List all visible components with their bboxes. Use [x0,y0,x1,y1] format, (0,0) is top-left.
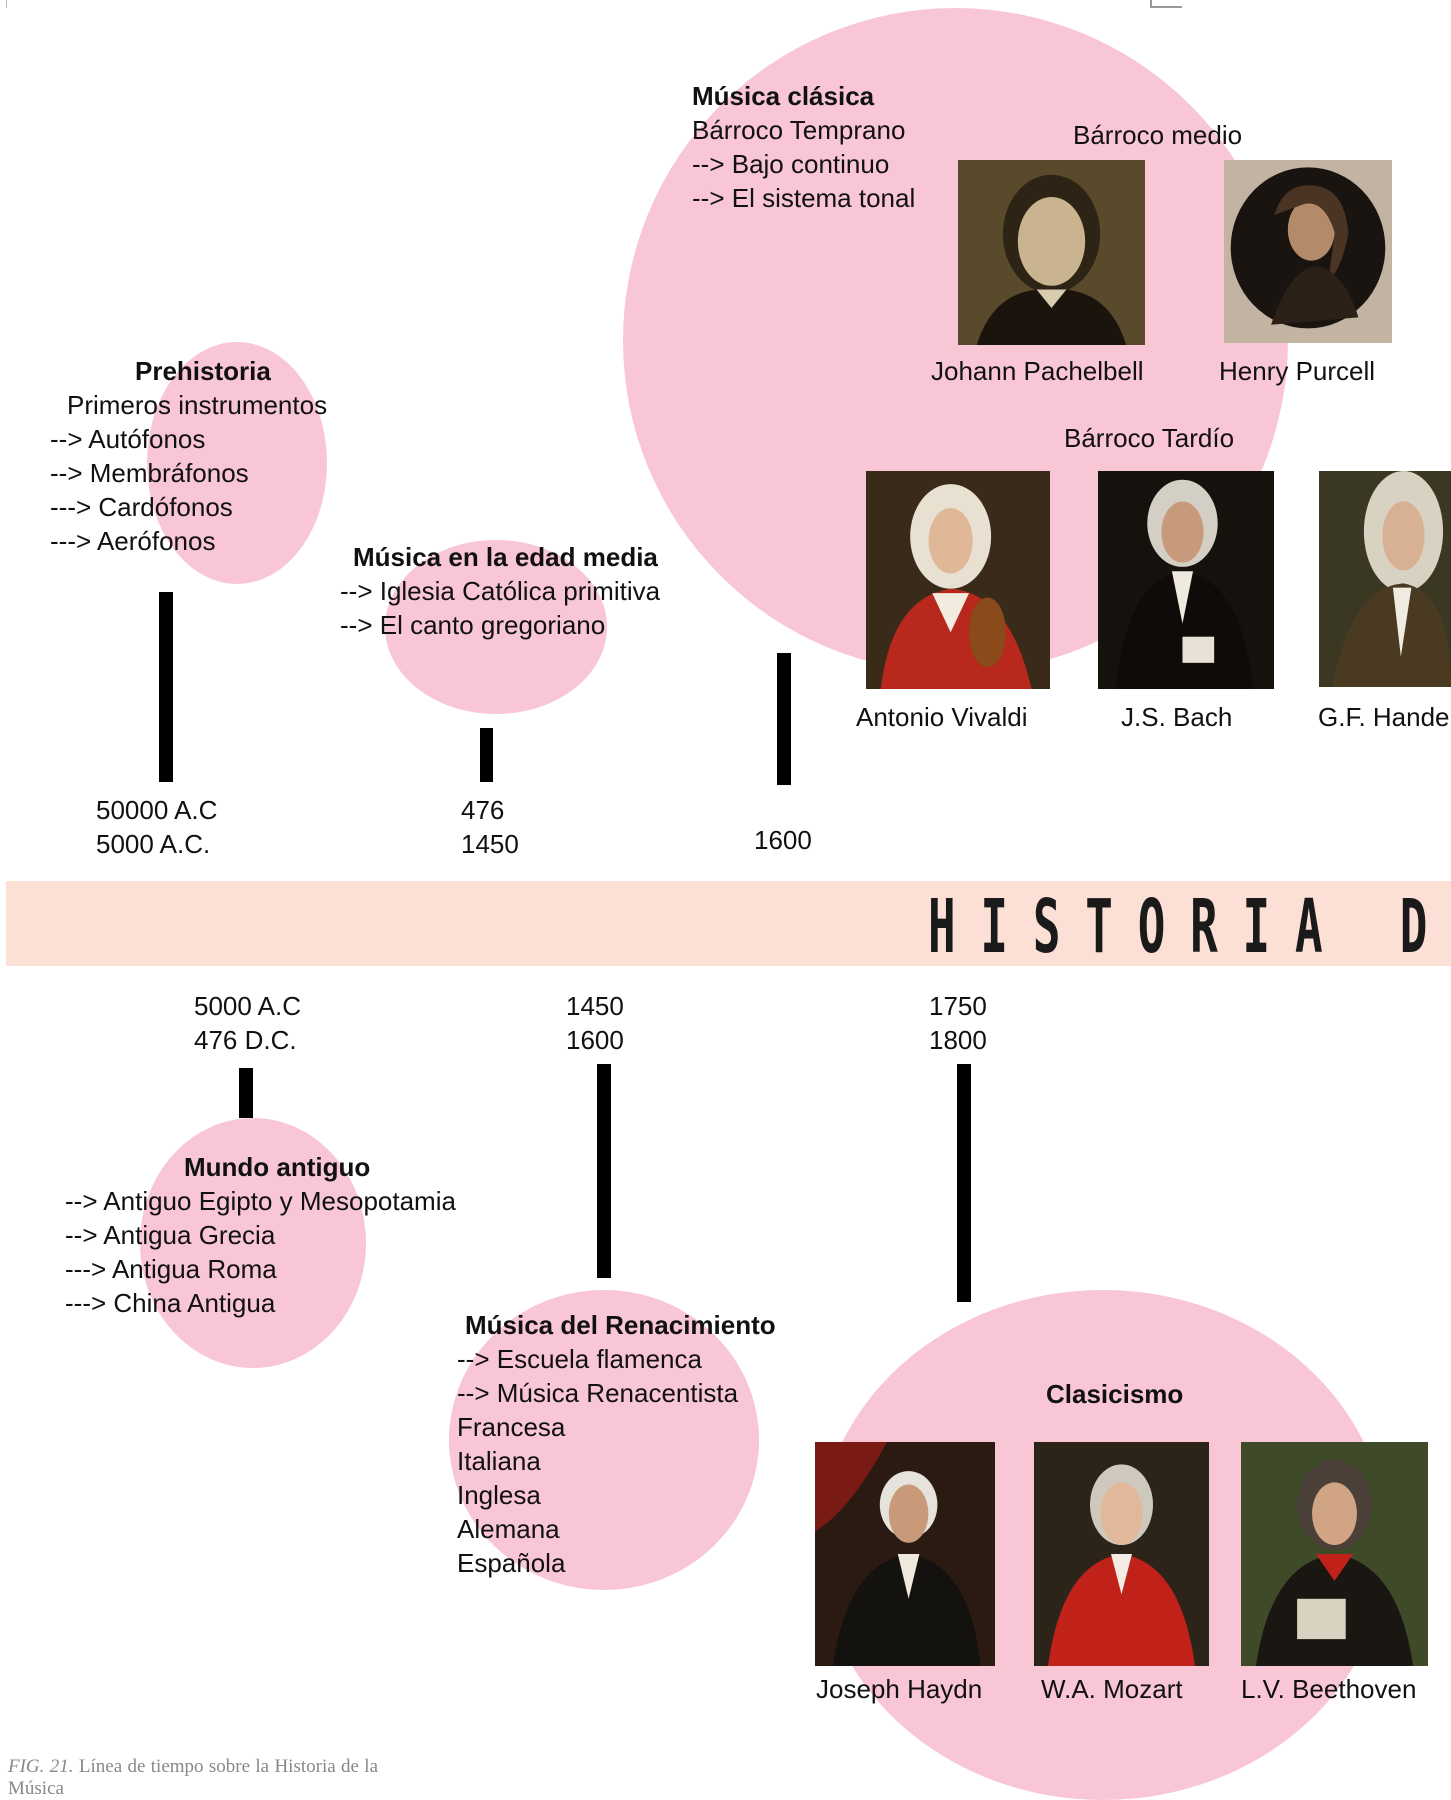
prehistoria-line: --> Membráfonos [50,458,249,488]
top-edge-mark [1150,0,1182,8]
edad-media-line: --> Iglesia Católica primitiva [340,576,661,606]
barroco-medio-label: Bárroco medio [1073,120,1243,150]
prehistoria-line: ---> Cardófonos [50,492,233,522]
timeline-bar-clasicismo [957,1064,971,1302]
banner-title: HISTORIA DE [928,884,1451,970]
clasica-line: --> Bajo continuo [692,149,890,179]
top-edge-mark [6,0,15,8]
haydn-portrait [815,1442,995,1666]
mundo-antiguo-date: 5000 A.C [194,991,301,1021]
composer-name: J.S. Bach [1121,702,1233,732]
renacimiento-date: 1600 [566,1025,624,1055]
clasica-line: Bárroco Temprano [692,115,906,145]
prehistoria-circle [147,342,327,584]
beethoven-portrait [1241,1442,1428,1666]
clasica-line: --> El sistema tonal [692,183,916,213]
composer-name: G.F. Hande [1318,702,1450,732]
edad-media-line: --> El canto gregoriano [340,610,606,640]
mozart-portrait [1034,1442,1209,1666]
composer-name: W.A. Mozart [1041,1674,1183,1704]
barroco-tardio-label: Bárroco Tardío [1064,423,1235,453]
composer-name: Johann Pachelbell [931,356,1144,386]
renacimiento-line: --> Música Renacentista [457,1378,739,1408]
timeline-bar-clasica [777,653,791,785]
prehistoria-date: 5000 A.C. [96,829,211,859]
timeline-bar-mundo-antiguo [239,1068,253,1118]
mundo-antiguo-title: Mundo antiguo [184,1152,371,1182]
renacimiento-line: Alemana [457,1514,560,1544]
renacimiento-line: Italiana [457,1446,541,1476]
mundo-antiguo-line: ---> China Antigua [65,1288,276,1318]
purcell-portrait [1224,160,1392,343]
edad-media-date: 476 [461,795,505,825]
edad-media-title: Música en la edad media [353,542,658,572]
composer-name: Joseph Haydn [816,1674,983,1704]
handel-portrait [1319,471,1451,687]
vivaldi-portrait [866,471,1050,689]
mundo-antiguo-line: ---> Antigua Roma [65,1254,277,1284]
figure-caption: FIG. 21. Línea de tiempo sobre la Histor… [8,1756,378,1800]
banner-band [6,881,1451,966]
prehistoria-title: Prehistoria [135,356,271,386]
renacimiento-date: 1450 [566,991,624,1021]
clasicismo-date: 1750 [929,991,987,1021]
renacimiento-title: Música del Renacimiento [465,1310,776,1340]
timeline-bar-edad-media [480,728,493,782]
caption-text: Línea de tiempo sobre la Historia de la … [8,1756,379,1799]
mundo-antiguo-line: --> Antiguo Egipto y Mesopotamia [65,1186,456,1216]
clasica-title: Música clásica [692,81,875,111]
renacimiento-line: Española [457,1548,566,1578]
edad-media-circle [385,540,607,714]
prehistoria-line: Primeros instrumentos [67,390,328,420]
bach-portrait [1098,471,1274,689]
prehistoria-date: 50000 A.C [96,795,218,825]
clasicismo-date: 1800 [929,1025,987,1055]
timeline-bar-prehistoria [159,592,173,782]
renacimiento-line: --> Escuela flamenca [457,1344,702,1374]
mundo-antiguo-line: --> Antigua Grecia [65,1220,276,1250]
clasica-date: 1600 [754,825,812,855]
caption-label: FIG. 21. [8,1756,74,1777]
pachelbell-portrait [958,160,1145,345]
edad-media-date: 1450 [461,829,519,859]
composer-name: L.V. Beethoven [1241,1674,1417,1704]
prehistoria-line: --> Autófonos [50,424,206,454]
renacimiento-line: Francesa [457,1412,566,1442]
renacimiento-circle [449,1290,759,1590]
prehistoria-line: ---> Aerófonos [50,526,216,556]
composer-name: Henry Purcell [1219,356,1376,386]
timeline-bar-renacimiento [597,1064,611,1278]
clasicismo-title: Clasicismo [1046,1379,1184,1409]
mundo-antiguo-circle [140,1118,366,1368]
composer-name: Antonio Vivaldi [856,702,1028,732]
mundo-antiguo-date: 476 D.C. [194,1025,297,1055]
renacimiento-line: Inglesa [457,1480,541,1510]
